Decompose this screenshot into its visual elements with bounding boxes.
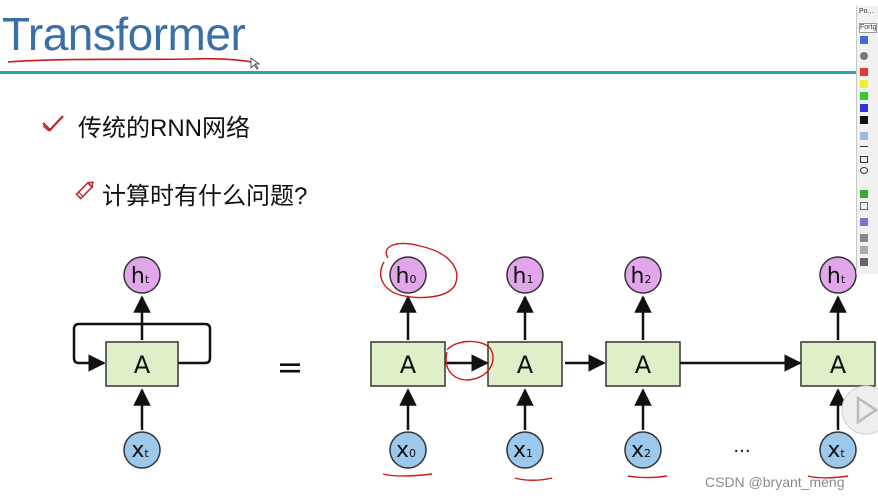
toolbar-frame-tool[interactable] xyxy=(860,202,868,210)
cell-label-2: A xyxy=(635,351,652,379)
rnn-step-1: Ah1 x1 xyxy=(487,256,563,469)
cell-a-3 xyxy=(800,341,876,387)
slide-title: Transformer xyxy=(2,8,246,60)
circle-around-h0 xyxy=(380,242,458,299)
h-label-2: h2 xyxy=(631,264,652,289)
pen-toolbar[interactable]: Po... Fortg xyxy=(856,6,878,274)
folded-rnn: A ht xt xyxy=(72,256,212,469)
toolbar-check-tool[interactable] xyxy=(860,190,868,198)
h-label-3: ht xyxy=(827,264,846,289)
ellipsis: ... xyxy=(733,436,750,457)
toolbar-ellipse-tool[interactable] xyxy=(860,167,868,174)
folded-h-node xyxy=(123,256,161,294)
title-handwritten-underline xyxy=(7,57,253,63)
bullet2-text: 计算时有什么问题? xyxy=(102,183,308,210)
toolbar-page-tool[interactable] xyxy=(860,246,868,254)
bullet-computation-issue: 计算时有什么问题? xyxy=(74,176,307,211)
underline-x1 xyxy=(514,477,553,481)
toolbar-label-2[interactable]: Fortg xyxy=(859,23,877,33)
h-label-0: h0 xyxy=(396,264,417,289)
bullet-traditional-rnn: 传统的RNN网络 xyxy=(40,108,250,143)
title-underline-rule xyxy=(0,71,858,74)
x-label-2: x2 xyxy=(631,438,651,463)
x-node-0 xyxy=(389,431,427,469)
toolbar-color-green[interactable] xyxy=(860,92,868,100)
unrolled-rnn: Ah0 x0 Ah1 x1 Ah2 x2 Aht xt xyxy=(370,256,876,469)
pencil-icon xyxy=(74,179,96,208)
h-node-2 xyxy=(624,256,662,294)
x-label-3: xt xyxy=(827,438,845,463)
underline-x2 xyxy=(627,475,668,479)
toolbar-undo-tool[interactable] xyxy=(860,234,868,242)
folded-x-node xyxy=(123,431,161,469)
h-node-3 xyxy=(819,256,857,294)
rnn-step-2: Ah2 x2 xyxy=(605,256,681,469)
x-label-1: x1 xyxy=(513,438,533,463)
circle-around-arrow xyxy=(445,340,494,381)
red-annotations xyxy=(380,242,849,481)
toolbar-curve-tool[interactable] xyxy=(860,132,868,140)
cell-label-0: A xyxy=(400,351,417,379)
toolbar-color-red[interactable] xyxy=(860,68,868,76)
toolbar-label-1: Po... xyxy=(859,8,874,15)
checkmark-icon xyxy=(40,112,66,140)
video-play-overlay[interactable] xyxy=(836,382,878,438)
toolbar-color-black[interactable] xyxy=(860,116,868,124)
toolbar-line-tool[interactable] xyxy=(860,146,868,148)
x-label-0: x0 xyxy=(396,438,416,463)
rnn-step-0: Ah0 x0 xyxy=(370,256,446,469)
toolbar-pen-tool[interactable] xyxy=(860,36,868,44)
folded-h-label: ht xyxy=(131,264,150,289)
h-label-1: h1 xyxy=(513,264,534,289)
cell-label-1: A xyxy=(517,351,534,379)
h-node-0 xyxy=(389,256,427,294)
toolbar-rect-tool[interactable] xyxy=(860,156,868,163)
toolbar-plus-tool[interactable] xyxy=(860,218,868,226)
cell-a-0 xyxy=(370,341,446,387)
h-node-1 xyxy=(506,256,544,294)
x-node-1 xyxy=(506,431,544,469)
cell-label-3: A xyxy=(830,351,847,379)
toolbar-print-tool[interactable] xyxy=(860,258,868,266)
toolbar-color-yellow[interactable] xyxy=(860,80,868,88)
folded-cell-a xyxy=(105,341,179,387)
bullet1-text: 传统的RNN网络 xyxy=(78,115,250,142)
cell-a-2 xyxy=(605,341,681,387)
underline-x0 xyxy=(382,473,433,477)
folded-cell-label: A xyxy=(134,351,151,379)
cell-a-1 xyxy=(487,341,563,387)
x-node-3 xyxy=(819,431,857,469)
watermark: CSDN @bryant_meng xyxy=(705,474,845,490)
folded-x-label: xt xyxy=(131,438,149,463)
underline-xt xyxy=(807,475,849,479)
cursor-icon xyxy=(250,57,261,70)
equals-sign: = xyxy=(277,348,304,386)
rnn-step-3: Aht xt xyxy=(800,256,876,469)
x-node-2 xyxy=(624,431,662,469)
toolbar-color-blue[interactable] xyxy=(860,104,868,112)
toolbar-dot-tool[interactable] xyxy=(860,52,868,60)
